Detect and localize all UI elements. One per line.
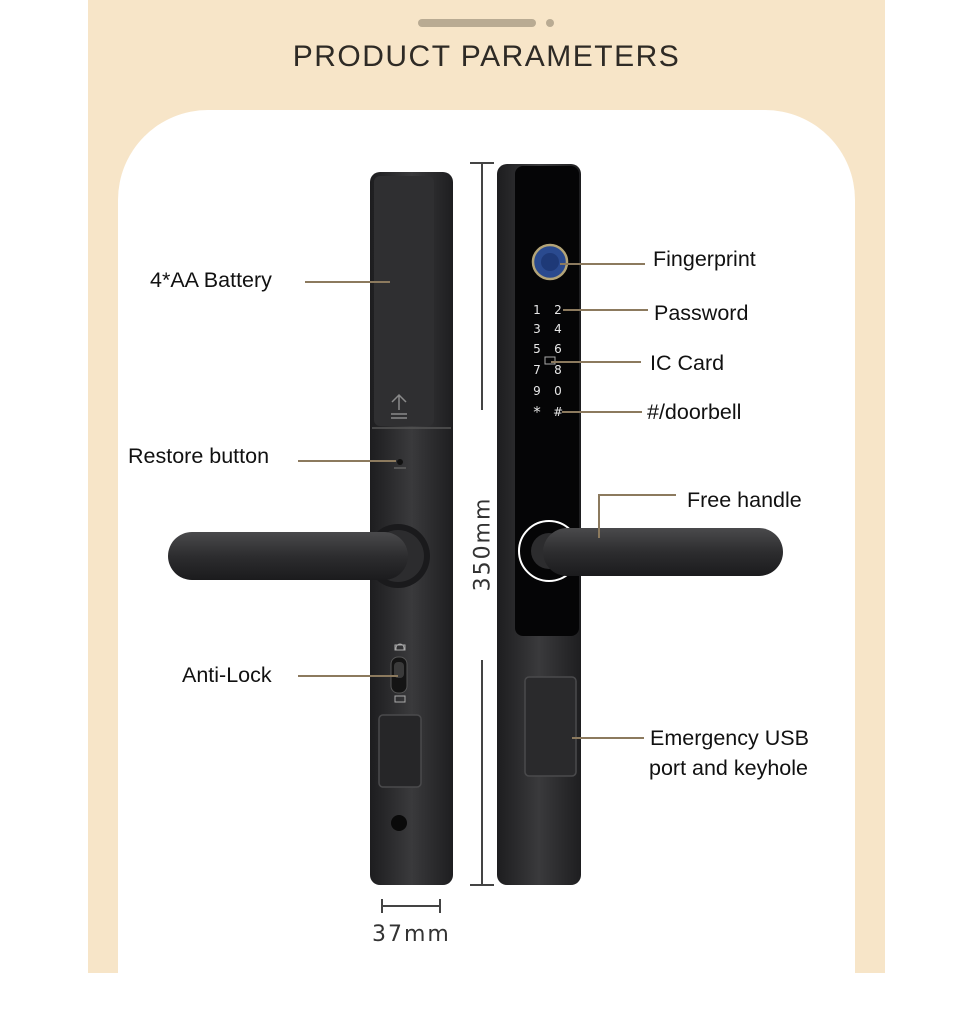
keypad-key: 1 (533, 303, 541, 317)
page-title: PRODUCT PARAMETERS (292, 40, 681, 73)
usb-label-line2: port and keyhole (649, 756, 808, 780)
exterior-handle (518, 520, 783, 582)
keypad-key: 0 (554, 384, 562, 398)
doorbell-label: #/doorbell (647, 400, 742, 424)
keyhole-icon (391, 815, 407, 831)
password-leader-line (563, 309, 648, 311)
anti-lock-leader-line (298, 675, 398, 677)
keypad-key: * (533, 403, 541, 421)
height-dimension-line-top (481, 162, 483, 410)
keypad-key: 6 (554, 342, 562, 356)
battery-leader-line (305, 281, 390, 283)
keypad-key: # (552, 405, 564, 419)
keypad-key: 5 (533, 342, 541, 356)
height-dimension-cap-bottom (470, 884, 494, 886)
decorative-dot (546, 19, 554, 27)
restore-leader-line (298, 460, 396, 462)
fingerprint-leader-line (560, 263, 645, 265)
width-dimension-cap-right (439, 899, 441, 913)
keypad-key: 2 (554, 303, 562, 317)
height-dimension-line-bottom (481, 660, 483, 885)
restore-button-icon (397, 459, 403, 465)
width-dimension-line (381, 905, 441, 907)
exterior-lock-body (497, 164, 581, 885)
handle-label: Free handle (687, 488, 802, 512)
password-label: Password (654, 301, 749, 325)
width-dimension-cap-left (381, 899, 383, 913)
keypad-key: 4 (554, 322, 562, 336)
keypad-key: 9 (533, 384, 541, 398)
handle-leader-line (598, 494, 676, 496)
fingerprint-label: Fingerprint (653, 247, 756, 271)
interior-handle (168, 524, 430, 588)
iccard-label: IC Card (650, 351, 725, 375)
width-dimension-label: 37mm (372, 922, 451, 947)
restore-button-label: Restore button (128, 444, 270, 468)
battery-label: 4*AA Battery (150, 268, 272, 292)
usb-leader-line (572, 737, 644, 739)
keypad-key: 7 (533, 363, 541, 377)
keypad-key: 8 (554, 363, 562, 377)
handle-leader-drop (598, 494, 600, 538)
doorbell-leader-line (562, 411, 642, 413)
lock-illustration (168, 164, 783, 885)
keypad-key: 3 (533, 322, 541, 336)
iccard-leader-line (551, 361, 641, 363)
card-reader-icon (544, 356, 556, 365)
anti-lock-label: Anti-Lock (182, 663, 272, 687)
battery-cover-arrow-icon (391, 393, 407, 419)
decorative-bar (418, 19, 536, 27)
height-dimension-label: 350mm (470, 496, 496, 592)
usb-label-line1: Emergency USB (650, 726, 809, 750)
